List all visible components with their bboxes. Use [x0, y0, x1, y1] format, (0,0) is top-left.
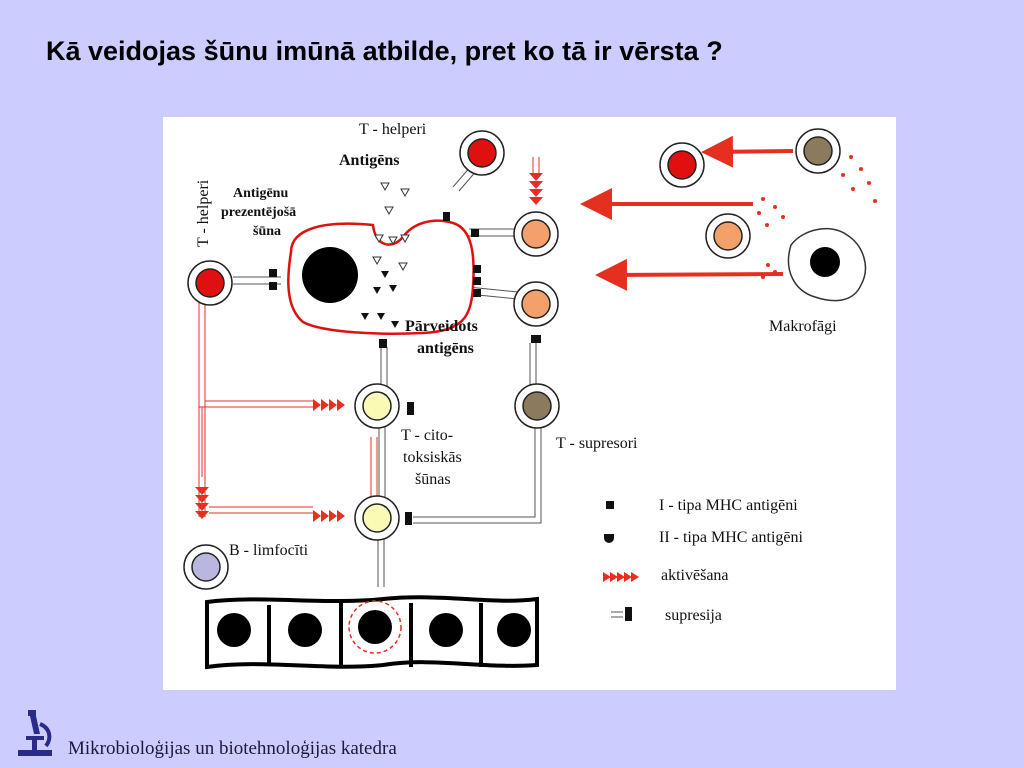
cytokine-arrows — [580, 135, 794, 291]
t-helper-cell-left — [187, 260, 233, 306]
mhc1-legend-icon — [606, 501, 614, 509]
legend: I - tipa MHC antigēni II - tipa MHC anti… — [603, 497, 804, 624]
t-helper-cell-top — [459, 130, 505, 176]
processed-antigen-markers — [361, 271, 399, 328]
label-macrophages: Makrofāgi — [769, 318, 837, 335]
diagram-panel: T - helperi Antigēns Antigēnu prezentējo… — [163, 117, 896, 690]
activation-arrows — [195, 173, 543, 522]
label-cyto-1: T - cito- — [401, 427, 453, 444]
macrophage-cell-3 — [705, 213, 751, 259]
suppression-legend-icon — [625, 607, 632, 621]
label-apc-1: Antigēnu — [233, 186, 288, 201]
activation-legend-icon — [603, 572, 639, 582]
t-cytotoxic-cell-1 — [354, 383, 400, 429]
target-tissue — [205, 595, 539, 670]
label-suppressors: T - supresori — [556, 435, 638, 452]
antigen-markers — [372, 182, 410, 272]
legend-mhc1: I - tipa MHC antigēni — [659, 497, 798, 514]
macrophage-cell-2 — [795, 128, 841, 174]
label-cyto-3: šūnas — [415, 471, 451, 488]
mhc-receptors — [269, 212, 541, 525]
label-t-helper-left: T - helperi — [195, 179, 212, 247]
secretion-dots — [757, 155, 877, 279]
slide-title: Kā veidojas šūnu imūnā atbilde, pret ko … — [46, 36, 723, 66]
microscope-icon — [18, 710, 52, 756]
t-cytotoxic-cell-2 — [354, 495, 400, 541]
mhc2-legend-icon — [604, 534, 614, 543]
label-antigen: Antigēns — [339, 152, 399, 169]
label-t-helper-top: T - helperi — [359, 121, 427, 138]
apc-nucleus — [302, 247, 358, 303]
label-apc-3: šūna — [253, 224, 281, 239]
suppression-legend-line — [611, 611, 623, 618]
footer-department: Mikrobioloģijas un biotehnoloģijas kated… — [68, 738, 397, 759]
label-b-lymphocytes: B - limfocīti — [229, 542, 309, 559]
label-cyto-2: toksiskās — [403, 449, 462, 466]
macrophage-nucleus — [810, 247, 840, 277]
legend-mhc2: II - tipa MHC antigēni — [659, 529, 804, 546]
legend-suppression: supresija — [665, 607, 722, 624]
t-suppressor-cell — [514, 383, 560, 429]
legend-activation: aktivēšana — [661, 567, 729, 584]
cells — [183, 128, 841, 590]
activated-cell-2 — [513, 281, 559, 327]
label-apc-2: prezentējošā — [221, 205, 296, 220]
activated-cell-1 — [513, 211, 559, 257]
immune-response-diagram: T - helperi Antigēns Antigēnu prezentējo… — [183, 121, 877, 670]
macrophage-cell-1 — [659, 142, 705, 188]
label-processed-2: antigēns — [417, 340, 474, 357]
label-processed-1: Pārveidots — [405, 318, 478, 335]
b-lymphocyte — [183, 544, 229, 590]
